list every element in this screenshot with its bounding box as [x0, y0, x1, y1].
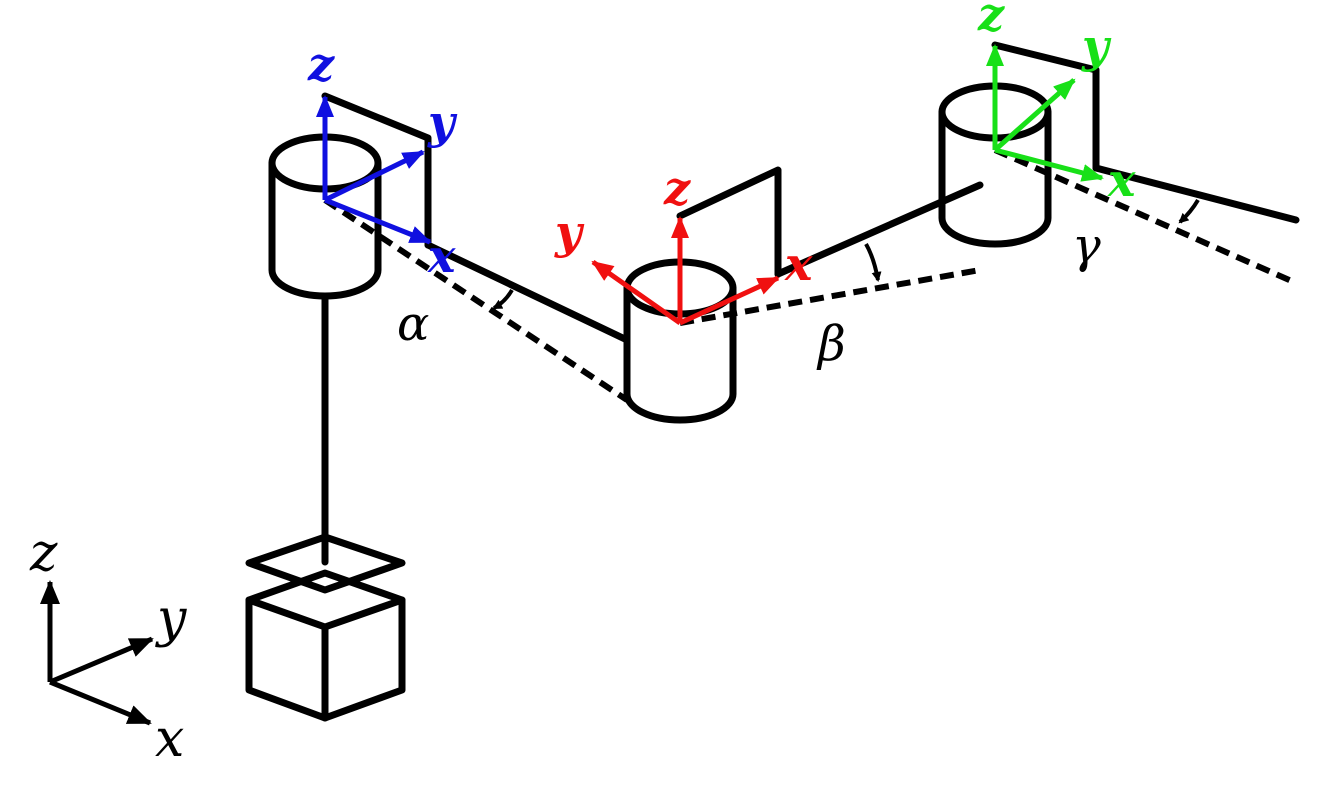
reference-line-beta	[679, 267, 981, 326]
blue-z-label: z	[307, 37, 335, 91]
green-y-axis	[993, 78, 1076, 152]
world-y-axis	[49, 636, 154, 685]
blue-y-axis	[323, 149, 425, 203]
link-1	[424, 241, 631, 344]
angle-arrow-gamma	[1178, 198, 1200, 224]
red-y-label: y	[554, 205, 585, 259]
green-y-label: y	[1081, 19, 1112, 73]
base-cube	[245, 569, 406, 722]
blue-y-label: y	[427, 95, 458, 149]
world-x-label: x	[155, 709, 184, 769]
world-x-axis	[49, 679, 152, 726]
base-plate	[245, 533, 406, 594]
green-x-axis	[994, 147, 1104, 182]
green-x-label: x	[1107, 153, 1136, 207]
link-3	[1092, 164, 1300, 224]
link-2	[774, 181, 984, 278]
joint-1-flange	[321, 92, 432, 249]
red-x-axis	[678, 275, 780, 326]
reference-line-gamma	[993, 147, 1298, 286]
red-z-label: z	[663, 161, 691, 215]
angle-alpha-label: α	[397, 296, 429, 352]
joint-2-flange	[676, 166, 782, 278]
red-y-axis	[591, 259, 682, 326]
red-x-label: x	[784, 237, 813, 291]
reference-line-alpha	[323, 197, 629, 403]
red-frame: z y x	[554, 161, 813, 326]
angle-arrow-beta	[864, 243, 882, 282]
angle-beta-label: β	[816, 316, 846, 372]
angle-gamma-label: γ	[1072, 218, 1101, 274]
joint-3-flange	[991, 41, 1100, 172]
world-frame: z y x	[29, 523, 187, 769]
angle-arrow-alpha	[492, 288, 514, 310]
world-z-label: z	[29, 523, 58, 583]
green-z-label: z	[977, 0, 1005, 41]
blue-x-label: x	[427, 229, 456, 283]
green-frame: z y x	[977, 0, 1136, 207]
blue-frame: z y x	[307, 37, 458, 283]
world-y-label: y	[155, 589, 187, 649]
blue-x-axis	[324, 197, 432, 245]
